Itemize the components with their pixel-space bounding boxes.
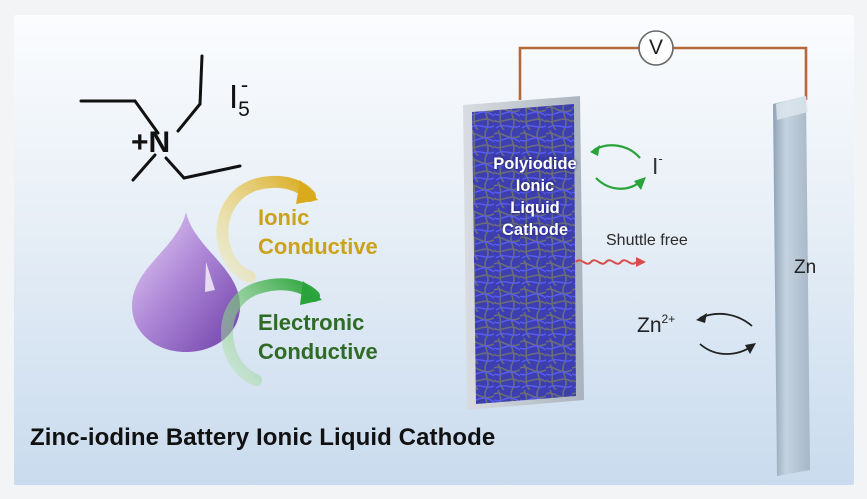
circuit-wire xyxy=(518,46,808,100)
anion-label: I5- xyxy=(229,72,250,121)
iodide-arrow-in xyxy=(593,144,641,159)
zinc-ion-arrow-bottom xyxy=(699,343,753,355)
droplet-highlight xyxy=(205,262,215,292)
shuttle-free-label: Shuttle free xyxy=(606,232,688,249)
iodide-arrow-out xyxy=(595,177,643,190)
anode-label: Zn xyxy=(794,257,817,278)
cathode-electrode xyxy=(472,104,576,404)
zinc-ion-label: Zn2+ xyxy=(637,312,676,337)
ionic-conductive-label: Ionic Conductive xyxy=(258,205,378,259)
figure-card xyxy=(14,15,854,485)
ionic-liquid-droplet xyxy=(132,212,240,352)
molecule-structure xyxy=(79,54,242,182)
ionic-arrow xyxy=(216,175,316,283)
zinc-ion-arrow-top xyxy=(699,312,753,327)
cation-label: +N xyxy=(131,126,171,159)
shuttle-wave xyxy=(575,259,637,265)
cathode-label: Polyiodide Ionic Liquid Cathode xyxy=(493,155,577,239)
electronic-arrow xyxy=(221,278,320,386)
figure-title: Zinc-iodine Battery Ionic Liquid Cathode xyxy=(30,424,496,451)
electronic-conductive-label: Electronic Conductive xyxy=(258,310,378,364)
iodide-label: I- xyxy=(652,151,663,179)
zinc-anode xyxy=(776,96,808,120)
voltmeter-label: V xyxy=(649,36,664,59)
voltmeter xyxy=(638,30,674,66)
